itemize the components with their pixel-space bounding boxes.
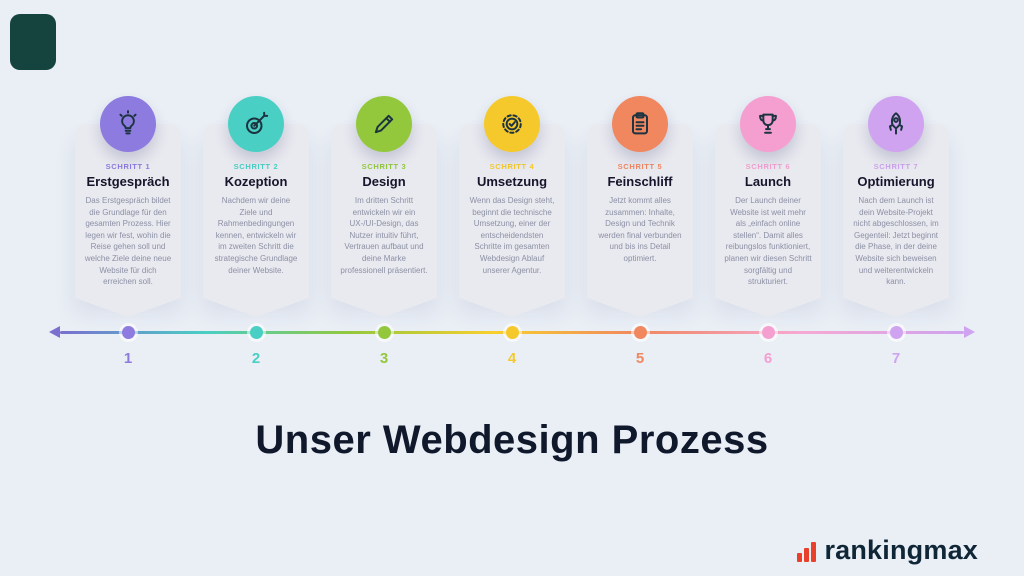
timeline-arrow-left-icon [49, 326, 60, 338]
process-step-1: SCHRITT 1 Erstgespräch Das Erstgespräch … [64, 96, 192, 317]
step-card: SCHRITT 2 Kozeption Nachdem wir deine Zi… [203, 124, 309, 298]
step-description: Nachdem wir deine Ziele und Rahmenbeding… [214, 196, 298, 275]
brand-logo: rankingmax [796, 537, 978, 564]
lightbulb-icon [100, 96, 156, 152]
timeline-dot-2 [249, 326, 263, 339]
step-title: Feinschliff [607, 174, 673, 189]
card-pointer [459, 298, 565, 317]
timeline-dot-7 [889, 326, 903, 339]
step-number-1: 1 [123, 350, 133, 367]
step-label: SCHRITT 7 [873, 162, 919, 171]
step-label: SCHRITT 1 [105, 162, 151, 171]
timeline-arrow-right-icon [964, 326, 975, 338]
step-number-7: 7 [891, 350, 901, 367]
step-card: SCHRITT 4 Umsetzung Wenn das Design steh… [459, 124, 565, 298]
step-title: Umsetzung [476, 174, 548, 189]
timeline-dots-row [64, 326, 960, 339]
step-card: SCHRITT 7 Optimierung Nach dem Launch is… [843, 124, 949, 298]
timeline-dot-6 [761, 326, 775, 339]
target-icon [228, 96, 284, 152]
process-step-4: SCHRITT 4 Umsetzung Wenn das Design steh… [448, 96, 576, 317]
card-pointer [715, 298, 821, 317]
process-steps-row: SCHRITT 1 Erstgespräch Das Erstgespräch … [64, 96, 960, 317]
process-step-5: SCHRITT 5 Feinschliff Jetzt kommt alles … [576, 96, 704, 317]
pencil-icon [356, 96, 412, 152]
step-card: SCHRITT 3 Design Im dritten Schritt entw… [331, 124, 437, 298]
card-pointer [75, 298, 181, 317]
step-description: Wenn das Design steht, beginnt die techn… [469, 196, 555, 275]
step-number-2: 2 [251, 350, 261, 367]
step-card: SCHRITT 5 Feinschliff Jetzt kommt alles … [587, 124, 693, 298]
step-label: SCHRITT 3 [361, 162, 407, 171]
timeline-numbers-row: 1 2 3 4 5 6 7 [64, 350, 960, 367]
step-label: SCHRITT 6 [745, 162, 791, 171]
step-label: SCHRITT 4 [489, 162, 535, 171]
clipboard-icon [612, 96, 668, 152]
timeline-dot-5 [633, 326, 647, 339]
page-title: Unser Webdesign Prozess [255, 418, 769, 462]
step-title: Design [362, 174, 406, 189]
step-number-3: 3 [379, 350, 389, 367]
step-description: Jetzt kommt alles zusammen: Inhalte, Des… [598, 196, 682, 263]
step-card: SCHRITT 1 Erstgespräch Das Erstgespräch … [75, 124, 181, 298]
rocket-icon [868, 96, 924, 152]
corner-decoration [10, 14, 56, 70]
step-description: Nach dem Launch ist dein Website-Projekt… [853, 196, 939, 287]
step-description: Im dritten Schritt entwickeln wir ein UX… [340, 196, 428, 275]
process-step-7: SCHRITT 7 Optimierung Nach dem Launch is… [832, 96, 960, 317]
gear-check-icon [484, 96, 540, 152]
step-description: Das Erstgespräch bildet die Grundlage fü… [84, 196, 172, 287]
bar-chart-icon [796, 540, 818, 564]
process-step-6: SCHRITT 6 Launch Der Launch deiner Websi… [704, 96, 832, 317]
step-description: Der Launch deiner Website ist weit mehr … [724, 196, 812, 287]
process-step-2: SCHRITT 2 Kozeption Nachdem wir deine Zi… [192, 96, 320, 317]
step-title: Kozeption [224, 174, 288, 189]
timeline-dot-4 [505, 326, 519, 339]
card-pointer [331, 298, 437, 317]
step-label: SCHRITT 5 [617, 162, 663, 171]
timeline-dot-3 [377, 326, 391, 339]
step-label: SCHRITT 2 [233, 162, 279, 171]
step-title: Erstgespräch [86, 174, 170, 189]
step-title: Launch [744, 174, 792, 189]
trophy-icon [740, 96, 796, 152]
card-pointer [203, 298, 309, 317]
card-pointer [843, 298, 949, 317]
step-number-4: 4 [507, 350, 517, 367]
step-number-6: 6 [763, 350, 773, 367]
step-card: SCHRITT 6 Launch Der Launch deiner Websi… [715, 124, 821, 298]
timeline-dot-1 [121, 326, 135, 339]
process-step-3: SCHRITT 3 Design Im dritten Schritt entw… [320, 96, 448, 317]
card-pointer [587, 298, 693, 317]
brand-name: rankingmax [824, 535, 978, 565]
step-title: Optimierung [857, 174, 935, 189]
step-number-5: 5 [635, 350, 645, 367]
